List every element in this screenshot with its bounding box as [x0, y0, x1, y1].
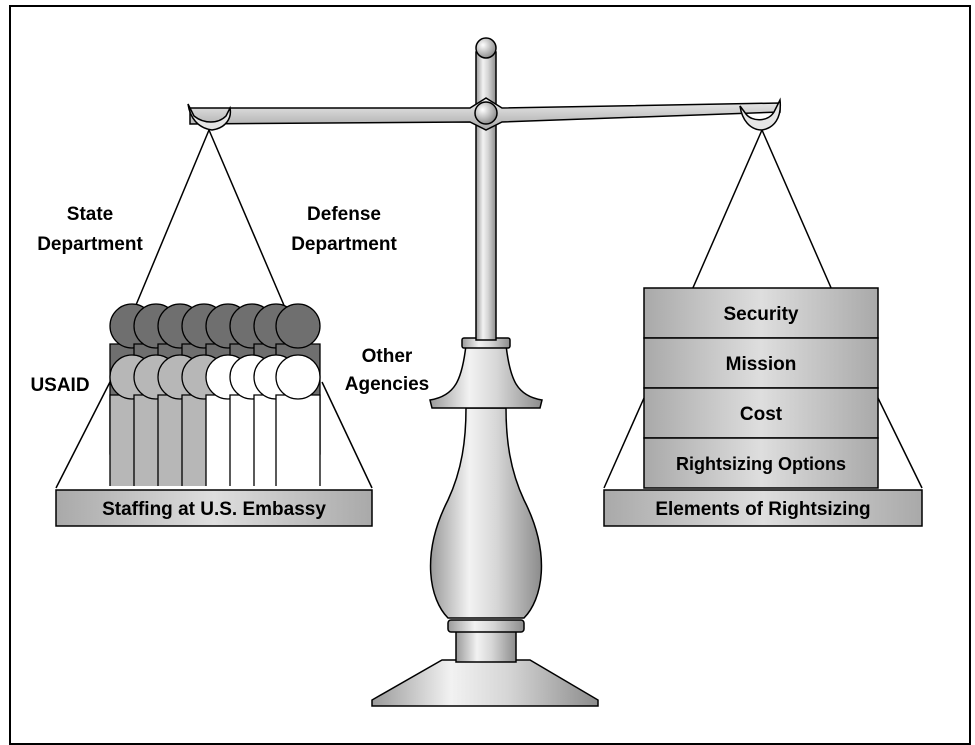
- label-other-line2: Agencies: [345, 374, 429, 395]
- rightsizing-block-label: Security: [724, 304, 799, 325]
- left-hook: [187, 103, 232, 131]
- staff-figures: [100, 303, 330, 506]
- label-defense-line2: Department: [291, 234, 397, 255]
- figure-trim: [100, 486, 330, 490]
- rightsizing-block-label: Rightsizing Options: [676, 454, 846, 474]
- label-state-line2: Department: [37, 234, 143, 255]
- staff-figure-front: [275, 354, 321, 506]
- rightsizing-block: Security: [643, 287, 879, 339]
- left-pan-strings: [55, 129, 373, 489]
- scale-stand: [371, 37, 599, 707]
- right-hook: [739, 97, 782, 131]
- label-other-line1: Other: [362, 346, 413, 367]
- left-pan-base-label: Staffing at U.S. Embassy: [102, 499, 326, 520]
- rightsizing-block: Rightsizing Options: [643, 437, 879, 489]
- rightsizing-block: Mission: [643, 337, 879, 389]
- left-pan-base: Staffing at U.S. Embassy: [55, 489, 373, 527]
- rightsizing-block-label: Mission: [726, 354, 797, 375]
- rightsizing-block-label: Cost: [740, 404, 783, 425]
- label-defense-line1: Defense: [307, 204, 381, 225]
- right-pan-base-label: Elements of Rightsizing: [655, 499, 870, 520]
- right-pan-strings: [603, 129, 923, 489]
- label-usaid: USAID: [30, 375, 89, 396]
- right-pan-base: Elements of Rightsizing: [603, 489, 923, 527]
- rightsizing-block: Cost: [643, 387, 879, 439]
- scale-beam: [187, 97, 782, 131]
- label-state-line1: State: [67, 204, 113, 225]
